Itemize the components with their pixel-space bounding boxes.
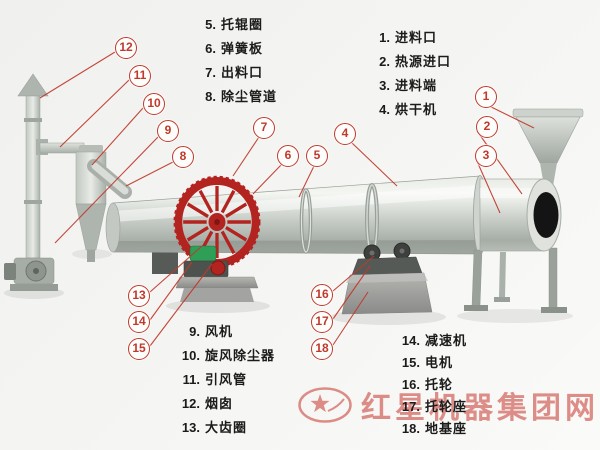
legend-item: 13. 大齿圈 xyxy=(176,416,275,440)
discharge-port xyxy=(152,250,178,274)
legend-item-label: 大齿圈 xyxy=(205,420,248,435)
feed-hopper xyxy=(512,108,584,186)
callout-3: 3 xyxy=(475,145,497,167)
legend-item-number: 10. xyxy=(181,348,200,363)
legend-item: 15. 电机 xyxy=(396,352,467,374)
legend-item-label: 减速机 xyxy=(425,333,468,348)
legend-item-label: 托辊圈 xyxy=(221,17,264,32)
legend-item-number: 2. xyxy=(379,54,390,69)
support-legs xyxy=(464,247,567,313)
legend-item-label: 电机 xyxy=(425,355,454,370)
fan xyxy=(4,257,58,291)
legend-item: 18. 地基座 xyxy=(396,418,467,440)
callout-10: 10 xyxy=(143,93,165,115)
legend-item-label: 旋风除尘器 xyxy=(205,348,276,363)
callout-12: 12 xyxy=(115,37,137,59)
legend-item: 10. 旋风除尘器 xyxy=(176,344,275,368)
dryer-drum xyxy=(105,175,487,255)
cyclone-dust-collector xyxy=(75,145,107,262)
legend-item-label: 出料口 xyxy=(221,65,264,80)
watermark-logo-icon xyxy=(298,387,352,423)
legend-item: 5. 托辊圈 xyxy=(192,13,277,37)
legend-item: 7. 出料口 xyxy=(192,61,277,85)
legend-item-number: 13. xyxy=(181,420,200,435)
legend-item-label: 托轮座 xyxy=(425,399,468,414)
legend-bottom-left: 9. 风机 10. 旋风除尘器 11. 引风管 12. 烟囱 13. 大齿圈 xyxy=(176,320,275,440)
callout-17: 17 xyxy=(311,311,333,333)
legend-item-label: 风机 xyxy=(205,324,234,339)
legend-item: 4. 烘干机 xyxy=(366,98,451,122)
legend-top-left: 5. 托辊圈 6. 弹簧板 7. 出料口 8. 除尘管道 xyxy=(192,13,277,109)
legend-item: 12. 烟囱 xyxy=(176,392,275,416)
foundation-base xyxy=(341,272,433,315)
legend-item-label: 进料口 xyxy=(395,30,438,45)
leader-lines xyxy=(39,51,535,347)
legend-item-label: 弹簧板 xyxy=(221,41,264,56)
feed-end xyxy=(479,178,562,252)
legend-item: 16. 托轮 xyxy=(396,374,467,396)
chimney xyxy=(17,73,49,259)
callout-7: 7 xyxy=(253,117,275,139)
callout-11: 11 xyxy=(129,65,151,87)
callout-15: 15 xyxy=(128,338,150,360)
legend-item: 9. 风机 xyxy=(176,320,275,344)
legend-item-number: 6. xyxy=(205,41,216,56)
legend-item-number: 11. xyxy=(182,372,200,387)
watermark-text: 红星机器集团网 xyxy=(361,392,599,425)
legend-item: 14. 减速机 xyxy=(396,330,467,352)
callout-6: 6 xyxy=(277,145,299,167)
legend-item-number: 16. xyxy=(401,377,420,392)
legend-item-number: 1. xyxy=(379,30,390,45)
legend-item-label: 烘干机 xyxy=(395,102,438,117)
callout-9: 9 xyxy=(157,120,179,142)
legend-item: 2. 热源进口 xyxy=(366,50,451,74)
legend-item-number: 5. xyxy=(205,17,216,32)
callout-2: 2 xyxy=(476,116,498,138)
legend-item: 17. 托轮座 xyxy=(396,396,467,418)
watermark: 红星机器集团网 xyxy=(298,383,599,427)
callout-14: 14 xyxy=(128,311,150,333)
callout-4: 4 xyxy=(334,123,356,145)
legend-item-number: 15. xyxy=(401,355,420,370)
gear-ring xyxy=(173,175,261,269)
callout-16: 16 xyxy=(311,284,333,306)
legend-item-number: 17. xyxy=(401,399,420,414)
roller-station xyxy=(341,242,433,315)
callout-1: 1 xyxy=(475,86,497,108)
legend-item-label: 除尘管道 xyxy=(221,89,278,104)
legend-item-label: 热源进口 xyxy=(395,54,452,69)
callout-18: 18 xyxy=(311,338,333,360)
legend-item-label: 地基座 xyxy=(425,421,468,436)
legend-item: 11. 引风管 xyxy=(176,368,275,392)
pinion-gear xyxy=(210,260,226,276)
legend-item-number: 14. xyxy=(401,333,420,348)
callout-8: 8 xyxy=(172,146,194,168)
legend-item-number: 9. xyxy=(189,324,200,339)
legend-item: 6. 弹簧板 xyxy=(192,37,277,61)
legend-item-number: 8. xyxy=(205,89,216,104)
feed-opening xyxy=(533,192,559,238)
legend-item-label: 进料端 xyxy=(395,78,438,93)
legend-item-number: 18. xyxy=(401,421,420,436)
legend-item-number: 7. xyxy=(205,65,216,80)
dust-removal-duct xyxy=(87,159,132,199)
legend-item-label: 引风管 xyxy=(205,372,248,387)
legend-item-number: 3. xyxy=(379,78,390,93)
legend-top-right: 1. 进料口 2. 热源进口 3. 进料端 4. 烘干机 xyxy=(366,26,451,122)
legend-item: 1. 进料口 xyxy=(366,26,451,50)
callout-5: 5 xyxy=(306,145,328,167)
legend-item-number: 12. xyxy=(181,396,200,411)
legend-item-label: 烟囱 xyxy=(205,396,234,411)
legend-item: 8. 除尘管道 xyxy=(192,85,277,109)
legend-bottom-right: 14. 减速机 15. 电机 16. 托轮 17. 托轮座 18. 地基座 xyxy=(396,330,467,440)
callout-13: 13 xyxy=(128,285,150,307)
legend-item: 3. 进料端 xyxy=(366,74,451,98)
legend-item-label: 托轮 xyxy=(425,377,454,392)
legend-item-number: 4. xyxy=(379,102,390,117)
